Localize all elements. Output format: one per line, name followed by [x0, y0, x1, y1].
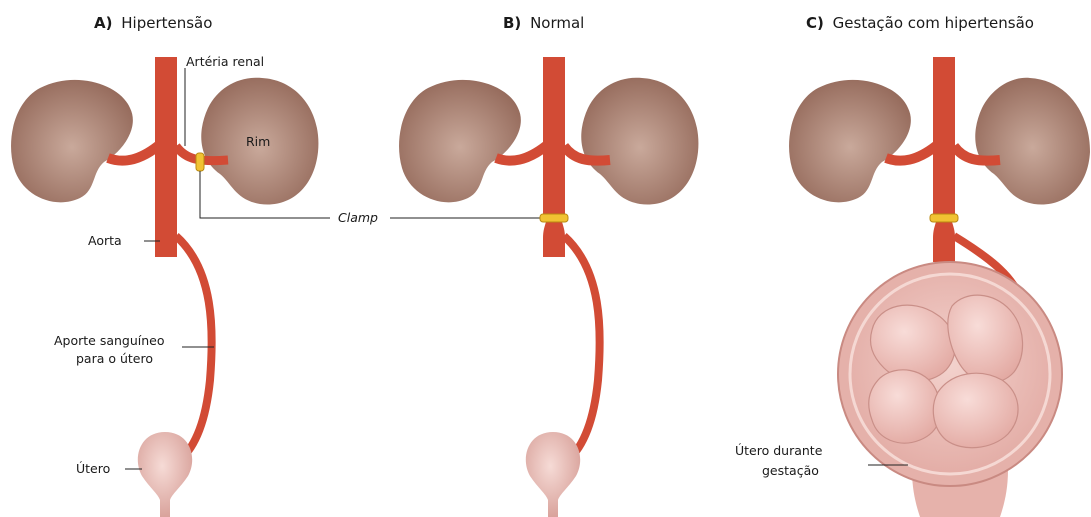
panel-b-title: B) Normal [503, 14, 584, 32]
aorta-clamp-c [930, 214, 958, 222]
left-kidney-a [11, 80, 133, 202]
uterine-artery-a [176, 236, 212, 460]
uterine-supply-label-line2: para o útero [76, 351, 153, 366]
aorta-b-lower [543, 222, 565, 257]
panel-c-title-text: Gestação com hipertensão [833, 14, 1034, 32]
aorta-clamp-b [540, 214, 568, 222]
kidney-label: Rim [246, 134, 270, 149]
aorta-c-lower [933, 222, 955, 262]
pregnant-uterus-label-line1: Útero durante [735, 443, 823, 458]
pregnant-uterus-label-line2: gestação [762, 463, 819, 478]
fetus-3 [869, 370, 941, 443]
panel-b [399, 57, 698, 517]
renal-clamp-a [196, 153, 204, 171]
right-kidney-c [975, 78, 1090, 205]
panel-a-title-text: Hipertensão [121, 14, 212, 32]
uterine-supply-label-line1: Aporte sanguíneo [54, 333, 165, 348]
panel-a-letter: A) [94, 14, 112, 32]
clamp-label: Clamp [338, 210, 378, 225]
right-kidney-b [581, 78, 698, 205]
panel-c: Útero durante gestação [735, 57, 1090, 517]
aorta-a [155, 57, 177, 257]
panel-b-title-text: Normal [530, 14, 584, 32]
uterus-b [526, 432, 580, 517]
aorta-label: Aorta [88, 233, 122, 248]
left-kidney-c [789, 80, 911, 202]
uterine-artery-b [564, 236, 600, 460]
aorta-c-upper [933, 57, 955, 214]
uterus-label: Útero [76, 461, 110, 476]
left-kidney-b [399, 80, 521, 202]
panel-b-letter: B) [503, 14, 521, 32]
uterus-a [138, 432, 192, 517]
fetus-4 [933, 373, 1018, 447]
renal-artery-label: Artéria renal [186, 54, 264, 69]
panel-c-letter: C) [806, 14, 824, 32]
panel-a-title: A) Hipertensão [94, 14, 212, 32]
panel-c-title: C) Gestação com hipertensão [806, 14, 1034, 32]
amniotic-sac [850, 274, 1050, 474]
aorta-b-upper [543, 57, 565, 214]
